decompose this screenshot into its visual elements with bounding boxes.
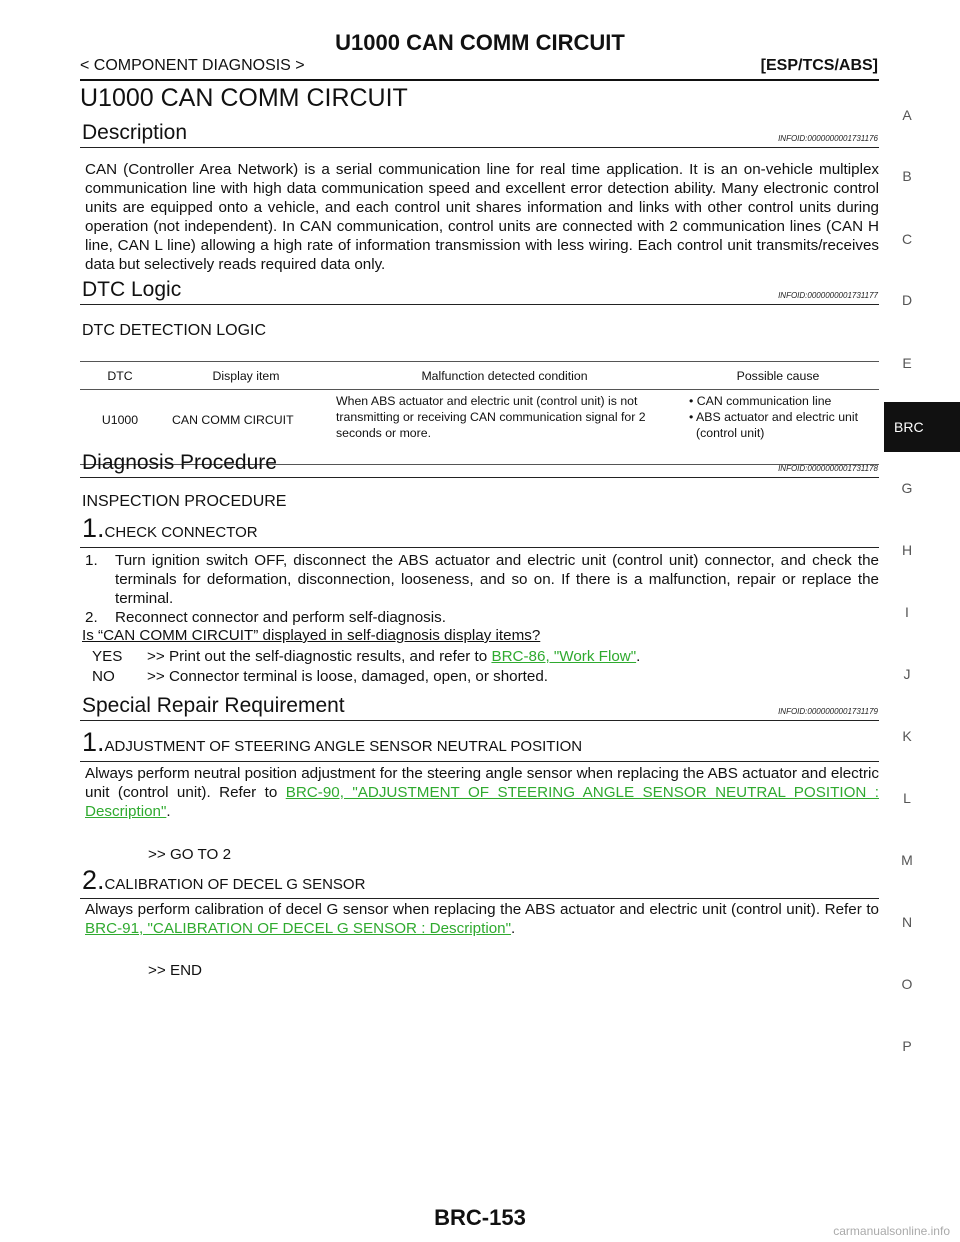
special-step-1-rule xyxy=(80,761,879,762)
display-item: CAN COMM CIRCUIT xyxy=(160,389,332,465)
side-index-i[interactable]: I xyxy=(905,604,909,620)
end-marker: >> END xyxy=(148,962,203,979)
table-row: U1000 CAN COMM CIRCUIT When ABS actuator… xyxy=(80,389,879,465)
side-index-h[interactable]: H xyxy=(901,542,913,558)
condition-col-header: Malfunction detected condition xyxy=(332,361,677,390)
side-index-p[interactable]: P xyxy=(902,1038,912,1054)
possible-cause-cell: • CAN communication line • ABS actuator … xyxy=(677,389,879,465)
side-index-j[interactable]: J xyxy=(903,666,911,682)
watermark: carmanualsonline.info xyxy=(833,1224,950,1238)
description-rule xyxy=(80,147,879,148)
side-index-e[interactable]: E xyxy=(902,355,912,371)
header-section: < COMPONENT DIAGNOSIS > xyxy=(80,57,305,74)
diagnosis-heading: Diagnosis Procedure xyxy=(82,451,277,474)
special-step-1-text: Always perform neutral position adjustme… xyxy=(85,764,879,821)
special-step-2-end: . xyxy=(511,920,516,937)
possible-cause-list: • CAN communication line • ABS actuator … xyxy=(681,393,875,441)
dtc-table: DTC Display item Malfunction detected co… xyxy=(80,361,879,465)
list-item-text: Turn ignition switch OFF, disconnect the… xyxy=(115,552,879,607)
possible-cause-col-header: Possible cause xyxy=(677,361,879,390)
step-number: 2. xyxy=(82,865,105,895)
special-rule xyxy=(80,720,879,721)
step-1-rule xyxy=(80,547,879,548)
list-item: 1. Turn ignition switch OFF, disconnect … xyxy=(85,551,879,608)
side-index-k[interactable]: K xyxy=(902,728,912,744)
work-flow-link[interactable]: BRC-86, "Work Flow" xyxy=(491,648,637,665)
possible-cause-2: ABS actuator and electric unit (control … xyxy=(696,410,859,440)
page-title: U1000 CAN COMM CIRCUIT xyxy=(80,84,408,112)
step-number: 1. xyxy=(82,727,105,757)
dtc-logic-heading: DTC Logic xyxy=(82,278,182,301)
dtc-detection-logic-subheading: DTC DETECTION LOGIC xyxy=(82,322,267,339)
answer-text: >> Print out the self-diagnostic results… xyxy=(147,648,640,665)
special-step-1-body: Always perform neutral position adjustme… xyxy=(85,765,879,801)
dtc-code: U1000 xyxy=(80,389,160,465)
answer-key: NO xyxy=(92,668,115,685)
side-index-o[interactable]: O xyxy=(901,976,913,992)
special-infoid: INFOID:0000000001731179 xyxy=(778,707,878,716)
decel-g-calibration-link[interactable]: BRC-91, "CALIBRATION OF DECEL G SENSOR :… xyxy=(85,920,512,937)
special-step-1-heading: 1.ADJUSTMENT OF STEERING ANGLE SENSOR NE… xyxy=(82,727,582,758)
side-index-a[interactable]: A xyxy=(902,107,912,123)
inspection-steps-list: 1. Turn ignition switch OFF, disconnect … xyxy=(85,551,879,627)
diagnosis-infoid: INFOID:0000000001731178 xyxy=(778,464,878,473)
answer-text: >> Connector terminal is loose, damaged,… xyxy=(147,668,549,685)
answer-yes: YES >> Print out the self-diagnostic res… xyxy=(92,648,640,665)
dtc-logic-rule xyxy=(80,304,879,305)
dtc-table-header-row: DTC Display item Malfunction detected co… xyxy=(80,361,879,390)
header-title: U1000 CAN COMM CIRCUIT xyxy=(335,30,625,55)
possible-cause-1: CAN communication line xyxy=(696,394,832,408)
display-item-col-header: Display item xyxy=(160,361,332,390)
special-step-2-text: Always perform calibration of decel G se… xyxy=(85,900,879,938)
list-item: • ABS actuator and electric unit (contro… xyxy=(689,410,859,440)
answer-yes-text: >> Print out the self-diagnostic results… xyxy=(147,648,492,665)
special-step-2-heading: 2.CALIBRATION OF DECEL G SENSOR xyxy=(82,865,365,896)
side-index-g[interactable]: G xyxy=(901,480,913,496)
malfunction-condition: When ABS actuator and electric unit (con… xyxy=(332,389,677,465)
dtc-col-header: DTC xyxy=(80,361,160,390)
list-item: 2. Reconnect connector and perform self-… xyxy=(85,608,879,627)
dtc-logic-infoid: INFOID:0000000001731177 xyxy=(778,291,878,300)
special-heading: Special Repair Requirement xyxy=(82,694,345,717)
step-number: 1. xyxy=(82,513,105,543)
description-infoid: INFOID:0000000001731176 xyxy=(778,134,878,143)
special-step-2-rule xyxy=(80,898,879,899)
header-system: [ESP/TCS/ABS] xyxy=(760,57,878,74)
steering-angle-adjustment-link[interactable]: BRC-90, "ADJUSTMENT OF STEERING ANGLE SE… xyxy=(85,784,879,820)
side-index-n[interactable]: N xyxy=(901,914,913,930)
description-heading: Description xyxy=(82,121,188,144)
page-number: BRC-153 xyxy=(434,1205,526,1230)
step-title: CALIBRATION OF DECEL G SENSOR xyxy=(104,876,366,893)
list-item-text: Reconnect connector and perform self-dia… xyxy=(115,609,446,626)
go-to-2: >> GO TO 2 xyxy=(148,846,232,863)
side-index-c[interactable]: C xyxy=(901,231,913,247)
answer-key: YES xyxy=(92,648,123,665)
header-divider xyxy=(80,79,879,81)
answer-no: NO >> Connector terminal is loose, damag… xyxy=(92,668,548,685)
step-1-heading: 1.CHECK CONNECTOR xyxy=(82,513,258,544)
list-item-number: 1. xyxy=(85,552,98,569)
diagnosis-rule xyxy=(80,477,879,478)
side-index-l[interactable]: L xyxy=(903,790,911,806)
description-text: CAN (Controller Area Network) is a seria… xyxy=(85,161,879,273)
diagnosis-question: Is “CAN COMM CIRCUIT” displayed in self-… xyxy=(82,627,541,644)
inspection-procedure-subheading: INSPECTION PROCEDURE xyxy=(82,493,287,510)
special-step-1-end: . xyxy=(166,803,171,820)
side-index-active[interactable]: BRC xyxy=(884,402,960,452)
step-title: ADJUSTMENT OF STEERING ANGLE SENSOR NEUT… xyxy=(104,738,583,755)
side-index-d[interactable]: D xyxy=(901,292,913,308)
step-title: CHECK CONNECTOR xyxy=(104,524,258,541)
special-step-2-body: Always perform calibration of decel G se… xyxy=(85,901,879,918)
answer-yes-end: . xyxy=(636,648,641,665)
list-item: • CAN communication line xyxy=(689,394,832,408)
side-index-m[interactable]: M xyxy=(901,852,913,868)
side-index-b[interactable]: B xyxy=(902,168,912,184)
list-item-number: 2. xyxy=(85,609,98,626)
